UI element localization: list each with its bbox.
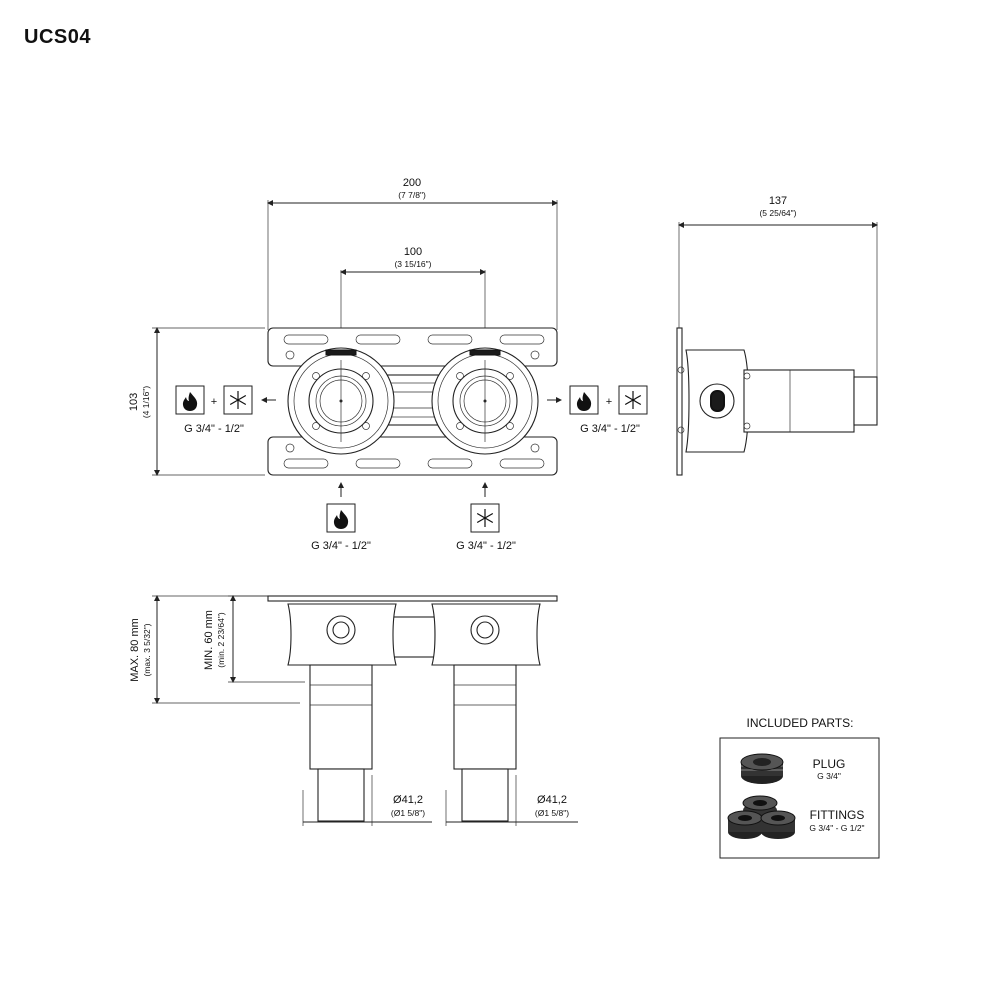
dim-depth-imperial: (5 25/64") <box>759 208 796 218</box>
dim-width-total: 200 (7 7/8") <box>267 177 558 330</box>
dim-min-depth-value: MIN. 60 mm <box>203 610 215 670</box>
side-cartridge <box>743 369 855 433</box>
valve-body-right <box>431 347 539 455</box>
cold-box-left <box>223 385 253 415</box>
dim-width-value: 200 <box>403 177 421 189</box>
plug-icon <box>740 753 784 784</box>
dim-height: 103 (4 1/16") <box>128 327 265 476</box>
left-outlet-label: G 3/4" - 1/2" <box>184 423 244 435</box>
top-view: MAX. 80 mm (max. 3 5/32") MIN. 60 mm (mi… <box>129 595 578 826</box>
hot-box-left <box>175 385 205 415</box>
left-outlet-group: + G 3/4" - 1/2" <box>175 385 276 435</box>
plug-name: PLUG <box>813 757 846 771</box>
side-cartridge-end <box>853 376 878 426</box>
plus-sign-left: + <box>211 396 217 408</box>
dim-center-value: 100 <box>404 246 422 258</box>
dim-diameter-left-imperial: (Ø1 5/8") <box>391 808 425 818</box>
snowflake-icon <box>624 391 642 409</box>
fittings-spec: G 3/4" - G 1/2" <box>809 823 864 833</box>
snowflake-icon <box>229 391 247 409</box>
snowflake-icon <box>476 509 494 527</box>
hot-inlet-group: G 3/4" - 1/2" <box>311 482 371 552</box>
page-title: UCS04 <box>24 26 91 48</box>
flame-icon <box>576 392 592 411</box>
dim-max-depth-value: MAX. 80 mm <box>129 618 141 682</box>
dim-diameter-right-imperial: (Ø1 5/8") <box>535 808 569 818</box>
front-view: 200 (7 7/8") 100 (3 15/16") 103 (4 1/16"… <box>128 177 648 552</box>
plus-sign-right: + <box>606 396 612 408</box>
cold-inlet-group: G 3/4" - 1/2" <box>456 482 516 552</box>
side-plate <box>676 327 683 476</box>
dim-diameter-right-value: Ø41,2 <box>537 794 567 806</box>
included-parts-heading: INCLUDED PARTS: <box>747 716 854 730</box>
fittings-name: FITTINGS <box>810 808 865 822</box>
hot-inlet-label: G 3/4" - 1/2" <box>311 540 371 552</box>
flame-icon <box>333 510 349 529</box>
dim-depth-value: 137 <box>769 195 787 207</box>
valve-body-left <box>287 347 395 455</box>
hot-box-right <box>569 385 599 415</box>
included-parts-box <box>719 737 880 859</box>
fittings-icon <box>727 795 796 839</box>
hot-box-inlet <box>326 503 356 533</box>
top-plate <box>267 595 558 602</box>
cold-inlet-label: G 3/4" - 1/2" <box>456 540 516 552</box>
dim-center-imperial: (3 15/16") <box>394 259 431 269</box>
dim-diameter-left-value: Ø41,2 <box>393 794 423 806</box>
included-parts: INCLUDED PARTS: PLUG G 3/4" FITTIN <box>719 716 880 859</box>
flame-icon <box>182 392 198 411</box>
dim-max-depth-imperial: (max. 3 5/32") <box>142 623 152 676</box>
plug-spec: G 3/4" <box>817 771 841 781</box>
cold-box-right <box>618 385 648 415</box>
right-outlet-group: + G 3/4" - 1/2" <box>547 385 648 435</box>
dim-min-depth-imperial: (min. 2 23/64") <box>216 612 226 668</box>
side-view: 137 (5 25/64") <box>676 195 878 476</box>
dim-height-value: 103 <box>128 393 140 411</box>
cold-box-inlet <box>470 503 500 533</box>
right-outlet-label: G 3/4" - 1/2" <box>580 423 640 435</box>
dim-width-imperial: (7 7/8") <box>398 190 426 200</box>
dim-height-imperial: (4 1/16") <box>141 386 151 418</box>
